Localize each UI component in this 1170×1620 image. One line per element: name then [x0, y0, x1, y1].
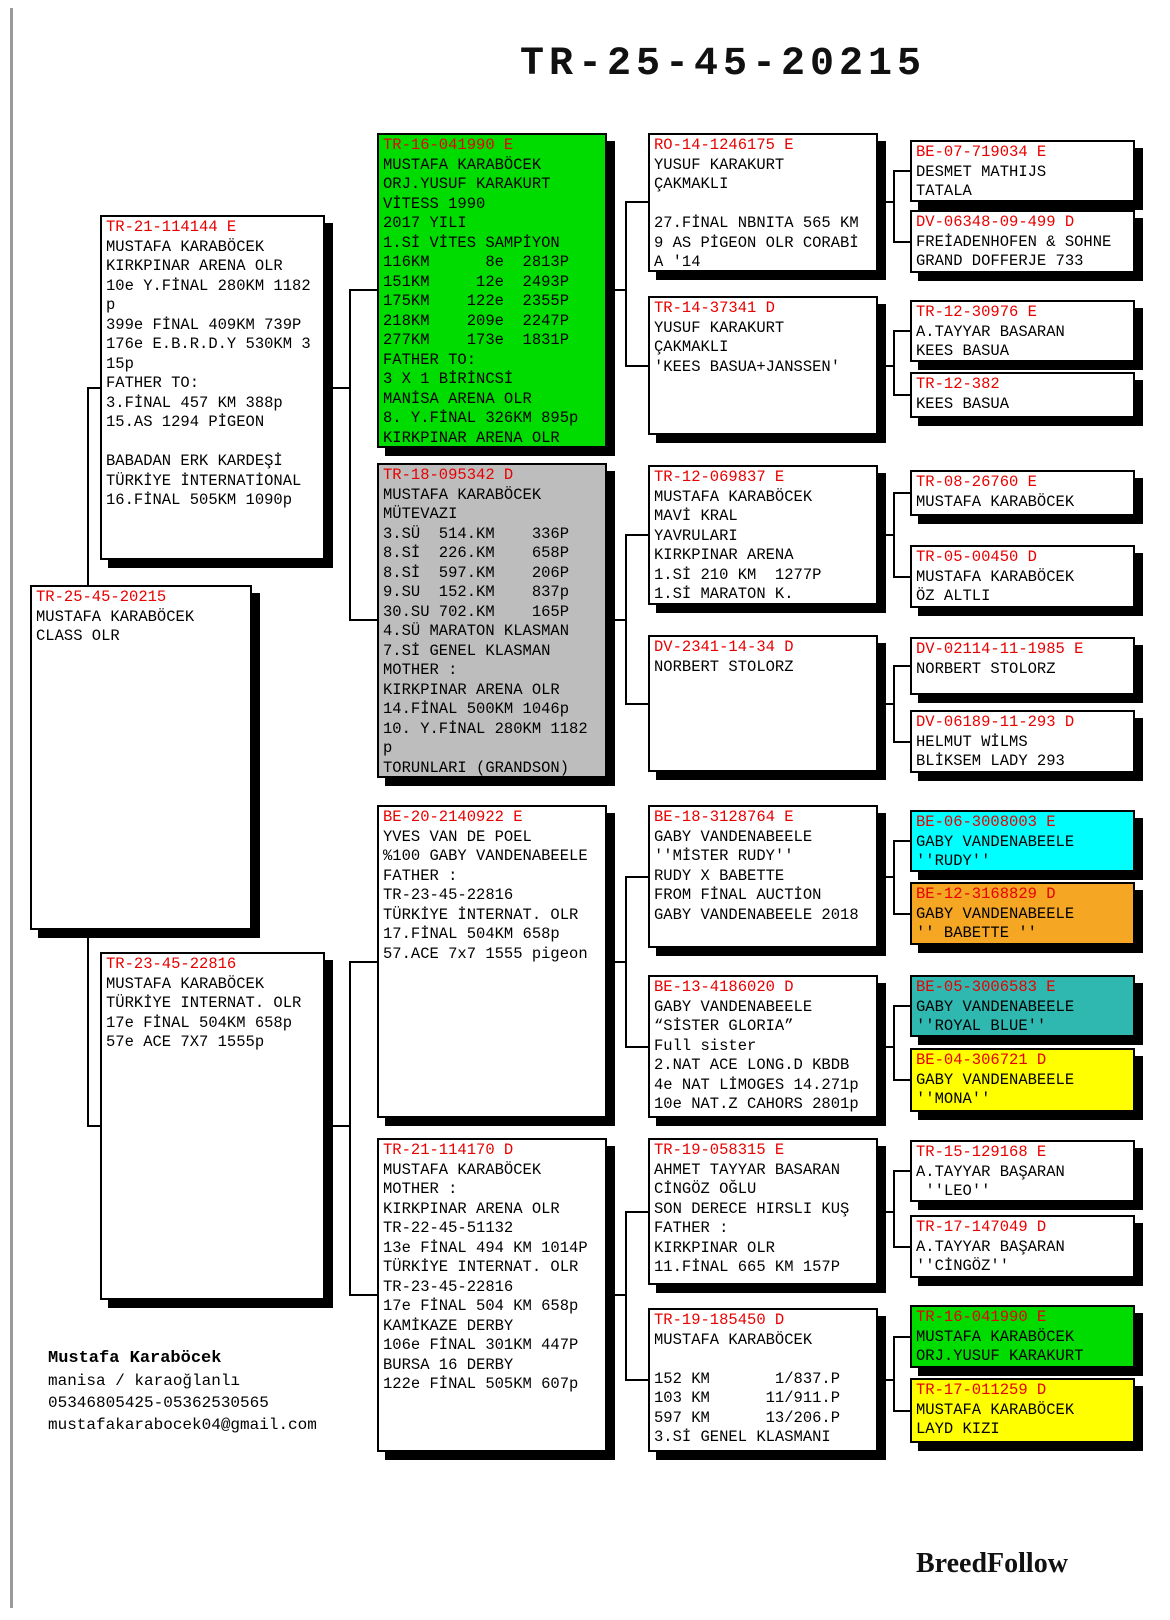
- ring-number: TR-25-45-20215: [36, 588, 167, 606]
- pedigree-box-g1-dam: TR-23-45-22816 MUSTAFA KARABÖCEK TÜRKİYE…: [100, 952, 325, 1300]
- ring-number: TR-21-114144 E: [106, 218, 237, 236]
- pedigree-notes: GABY VANDENABEELE ''MONA'': [916, 1070, 1075, 1109]
- pedigree-box-g4-4: TR-12-382 KEES BASUA: [910, 372, 1135, 418]
- pedigree-box-g2-4: TR-21-114170 D MUSTAFA KARABÖCEK MOTHER …: [377, 1138, 607, 1452]
- pedigree-notes: MUSTAFA KARABÖCEK ÖZ ALTLI: [916, 567, 1075, 606]
- pedigree-box-g4-16: TR-17-011259 D MUSTAFA KARABÖCEK LAYD KI…: [910, 1378, 1135, 1443]
- pedigree-notes: MUSTAFA KARABÖCEK KIRKPINAR ARENA OLR 10…: [106, 237, 311, 510]
- pedigree-box-g3-2: TR-14-37341 D YUSUF KARAKURT ÇAKMAKLI 'K…: [648, 296, 878, 435]
- pedigree-notes: AHMET TAYYAR BASARAN CİNGÖZ OĞLU SON DER…: [654, 1160, 850, 1277]
- ring-number: TR-18-095342 D: [383, 466, 514, 484]
- pedigree-notes: YUSUF KARAKURT ÇAKMAKLI 27.FİNAL NBNITA …: [654, 155, 859, 271]
- pedigree-notes: DESMET MATHIJS TATALA: [916, 162, 1047, 201]
- pedigree-box-g4-8: DV-06189-11-293 D HELMUT WİLMS BLİKSEM L…: [910, 710, 1135, 773]
- ring-number: BE-06-3008003 E: [916, 813, 1056, 831]
- ring-number: DV-06189-11-293 D: [916, 713, 1075, 731]
- ring-number: TR-12-069837 E: [654, 468, 785, 486]
- pedigree-notes: MUSTAFA KARABÖCEK MÜTEVAZI 3.SÜ 514.KM 3…: [383, 485, 588, 777]
- pedigree-box-g3-4: DV-2341-14-34 D NORBERT STOLORZ: [648, 635, 878, 772]
- pedigree-box-g3-1: RO-14-1246175 E YUSUF KARAKURT ÇAKMAKLI …: [648, 133, 878, 272]
- ring-number: TR-16-041990 E: [383, 136, 514, 154]
- pedigree-notes: GABY VANDENABEELE '' BABETTE '': [916, 904, 1075, 943]
- ring-number: TR-12-382: [916, 375, 1000, 393]
- ring-number: DV-06348-09-499 D: [916, 213, 1075, 231]
- pedigree-box-g3-3: TR-12-069837 E MUSTAFA KARABÖCEK MAVİ KR…: [648, 465, 878, 605]
- pedigree-notes: KEES BASUA: [916, 394, 1010, 413]
- breeder-contact-details: manisa / karaoğlanlı 05346805425-0536253…: [48, 1372, 317, 1434]
- pedigree-notes: MUSTAFA KARABÖCEK MAVİ KRAL YAVRULARI KI…: [654, 487, 822, 604]
- pedigree-box-g1-sire: TR-21-114144 E MUSTAFA KARABÖCEK KIRKPIN…: [100, 215, 325, 560]
- pedigree-box-g2-1: TR-16-041990 E MUSTAFA KARABÖCEK ORJ.YUS…: [377, 133, 607, 448]
- pedigree-box-g2-2: TR-18-095342 D MUSTAFA KARABÖCEK MÜTEVAZ…: [377, 463, 607, 778]
- pedigree-box-g2-3: BE-20-2140922 E YVES VAN DE POEL %100 GA…: [377, 805, 607, 1118]
- pedigree-box-g4-5: TR-08-26760 E MUSTAFA KARABÖCEK: [910, 470, 1135, 516]
- ring-number: BE-18-3128764 E: [654, 808, 794, 826]
- pedigree-notes: NORBERT STOLORZ: [916, 659, 1056, 678]
- pedigree-box-g4-7: DV-02114-11-1985 E NORBERT STOLORZ: [910, 637, 1135, 695]
- pedigree-notes: A.TAYYAR BASARAN KEES BASUA: [916, 322, 1065, 361]
- pedigree-notes: MUSTAFA KARABÖCEK ORJ.YUSUF KARAKURT VİT…: [383, 155, 579, 447]
- pedigree-notes: YVES VAN DE POEL %100 GABY VANDENABEELE …: [383, 827, 588, 963]
- pedigree-notes: FREİADENHOFEN & SOHNE GRAND DOFFERJE 733: [916, 232, 1112, 271]
- pedigree-notes: YUSUF KARAKURT ÇAKMAKLI 'KEES BASUA+JANS…: [654, 318, 841, 376]
- ring-number: TR-12-30976 E: [916, 303, 1037, 321]
- pedigree-notes: MUSTAFA KARABÖCEK CLASS OLR: [36, 607, 195, 646]
- ring-number: TR-14-37341 D: [654, 299, 775, 317]
- ring-number: BE-05-3006583 E: [916, 978, 1056, 996]
- ring-number: BE-07-719034 E: [916, 143, 1047, 161]
- pedigree-notes: A.TAYYAR BAŞARAN ''CİNGÖZ'': [916, 1237, 1065, 1276]
- ring-number: RO-14-1246175 E: [654, 136, 794, 154]
- pedigree-box-g4-15: TR-16-041990 E MUSTAFA KARABÖCEK ORJ.YUS…: [910, 1305, 1135, 1368]
- pedigree-notes: GABY VANDENABEELE ''RUDY'': [916, 832, 1075, 871]
- ring-number: TR-17-011259 D: [916, 1381, 1047, 1399]
- ring-number: BE-20-2140922 E: [383, 808, 523, 826]
- breedfollow-logo: BreedFollow: [916, 1548, 1068, 1579]
- scan-edge-artifact: [10, 8, 13, 1608]
- ring-number: TR-21-114170 D: [383, 1141, 514, 1159]
- pedigree-box-subject: TR-25-45-20215 MUSTAFA KARABÖCEK CLASS O…: [30, 585, 252, 930]
- ring-number: BE-13-4186020 D: [654, 978, 794, 996]
- ring-number: TR-16-041990 E: [916, 1308, 1047, 1326]
- pedigree-box-g4-6: TR-05-00450 D MUSTAFA KARABÖCEK ÖZ ALTLI: [910, 545, 1135, 608]
- pedigree-notes: MUSTAFA KARABÖCEK 152 KM 1/837.P 103 KM …: [654, 1330, 841, 1447]
- ring-number: TR-15-129168 E: [916, 1143, 1047, 1161]
- ring-number: DV-02114-11-1985 E: [916, 640, 1084, 658]
- ring-number: TR-23-45-22816: [106, 955, 237, 973]
- ring-number: TR-19-058315 E: [654, 1141, 785, 1159]
- pedigree-notes: GABY VANDENABEELE ''MİSTER RUDY'' RUDY X…: [654, 827, 859, 924]
- ring-number: TR-17-147049 D: [916, 1218, 1047, 1236]
- pedigree-notes: MUSTAFA KARABÖCEK ORJ.YUSUF KARAKURT: [916, 1327, 1084, 1366]
- pedigree-box-g4-10: BE-12-3168829 D GABY VANDENABEELE '' BAB…: [910, 882, 1135, 945]
- pedigree-box-g4-9: BE-06-3008003 E GABY VANDENABEELE ''RUDY…: [910, 810, 1135, 872]
- pedigree-notes: HELMUT WİLMS BLİKSEM LADY 293: [916, 732, 1065, 771]
- ring-number: TR-19-185450 D: [654, 1311, 785, 1329]
- pedigree-box-g4-13: TR-15-129168 E A.TAYYAR BAŞARAN ''LEO'': [910, 1140, 1135, 1202]
- page-title: TR-25-45-20215: [520, 42, 927, 87]
- ring-number: TR-08-26760 E: [916, 473, 1037, 491]
- pedigree-notes: MUSTAFA KARABÖCEK TÜRKİYE INTERNAT. OLR …: [106, 974, 302, 1052]
- pedigree-box-g4-3: TR-12-30976 E A.TAYYAR BASARAN KEES BASU…: [910, 300, 1135, 362]
- ring-number: BE-04-306721 D: [916, 1051, 1047, 1069]
- ring-number: TR-05-00450 D: [916, 548, 1037, 566]
- pedigree-notes: GABY VANDENABEELE ''ROYAL BLUE'': [916, 997, 1075, 1036]
- breeder-name: Mustafa Karaböcek: [48, 1349, 222, 1368]
- pedigree-box-g4-12: BE-04-306721 D GABY VANDENABEELE ''MONA'…: [910, 1048, 1135, 1112]
- pedigree-box-g4-11: BE-05-3006583 E GABY VANDENABEELE ''ROYA…: [910, 975, 1135, 1037]
- pedigree-box-g4-2: DV-06348-09-499 D FREİADENHOFEN & SOHNE …: [910, 210, 1135, 273]
- pedigree-notes: NORBERT STOLORZ: [654, 657, 794, 676]
- ring-number: DV-2341-14-34 D: [654, 638, 794, 656]
- pedigree-notes: A.TAYYAR BAŞARAN ''LEO'': [916, 1162, 1065, 1201]
- ring-number: BE-12-3168829 D: [916, 885, 1056, 903]
- pedigree-box-g3-6: BE-13-4186020 D GABY VANDENABEELE “SİSTE…: [648, 975, 878, 1118]
- pedigree-box-g4-14: TR-17-147049 D A.TAYYAR BAŞARAN ''CİNGÖZ…: [910, 1215, 1135, 1278]
- pedigree-notes: MUSTAFA KARABÖCEK: [916, 492, 1075, 511]
- pedigree-notes: MUSTAFA KARABÖCEK LAYD KIZI: [916, 1400, 1075, 1439]
- pedigree-box-g3-5: BE-18-3128764 E GABY VANDENABEELE ''MİST…: [648, 805, 878, 948]
- pedigree-box-g3-7: TR-19-058315 E AHMET TAYYAR BASARAN CİNG…: [648, 1138, 878, 1285]
- pedigree-box-g4-1: BE-07-719034 E DESMET MATHIJS TATALA: [910, 140, 1135, 202]
- pedigree-notes: MUSTAFA KARABÖCEK MOTHER : KIRKPINAR ARE…: [383, 1160, 588, 1394]
- breeder-contact-block: Mustafa Karaböcek manisa / karaoğlanlı 0…: [48, 1348, 317, 1436]
- pedigree-box-g3-8: TR-19-185450 D MUSTAFA KARABÖCEK 152 KM …: [648, 1308, 878, 1452]
- pedigree-notes: GABY VANDENABEELE “SİSTER GLORIA” Full s…: [654, 997, 859, 1114]
